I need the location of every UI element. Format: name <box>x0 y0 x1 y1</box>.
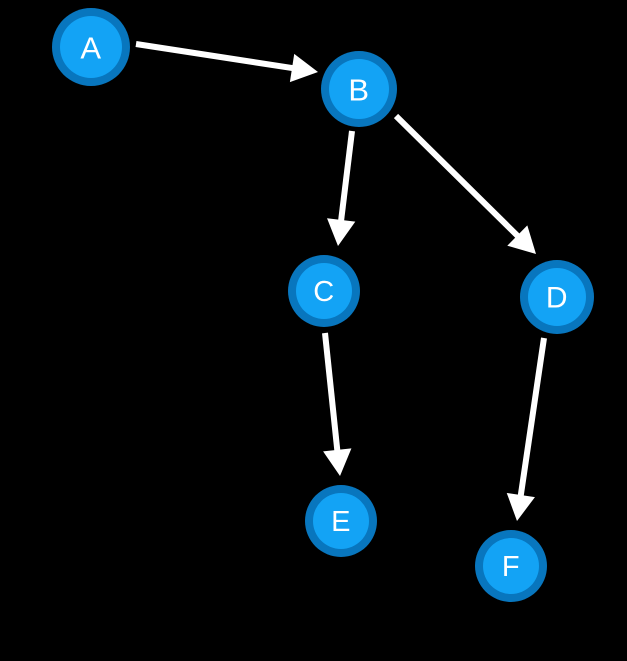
edge-arrowhead <box>327 218 356 246</box>
node-c[interactable]: C <box>288 255 360 327</box>
node-b[interactable]: B <box>321 51 397 127</box>
node-a[interactable]: A <box>52 8 130 86</box>
node-core <box>329 59 389 119</box>
edge-b-to-d <box>393 113 536 254</box>
edge-line <box>517 337 547 498</box>
node-core <box>313 493 369 549</box>
edge-c-to-e <box>322 332 352 476</box>
node-label-e: E <box>331 506 351 538</box>
node-label-f: F <box>502 551 520 583</box>
node-core <box>296 263 352 319</box>
node-label-a: A <box>80 31 101 66</box>
edge-line <box>393 113 521 240</box>
edge-arrowhead <box>507 225 536 254</box>
edge-line <box>322 332 341 453</box>
edge-b-to-c <box>327 130 356 246</box>
node-label-c: C <box>313 276 334 308</box>
node-core <box>483 538 539 594</box>
edge-arrowhead <box>289 53 318 83</box>
node-f[interactable]: F <box>475 530 547 602</box>
nodes-layer: A B C D E F <box>52 8 594 602</box>
node-label-d: D <box>546 282 568 315</box>
node-core <box>528 268 586 326</box>
node-d[interactable]: D <box>520 260 594 334</box>
node-e[interactable]: E <box>305 485 377 557</box>
edge-line <box>135 41 295 72</box>
edge-d-to-f <box>506 337 547 521</box>
edge-arrowhead <box>506 492 535 521</box>
node-core <box>60 16 122 78</box>
edge-a-to-b <box>135 41 318 83</box>
edges-layer <box>135 41 547 521</box>
node-label-b: B <box>348 73 369 108</box>
edge-arrowhead <box>323 448 352 476</box>
edge-line <box>337 130 355 223</box>
